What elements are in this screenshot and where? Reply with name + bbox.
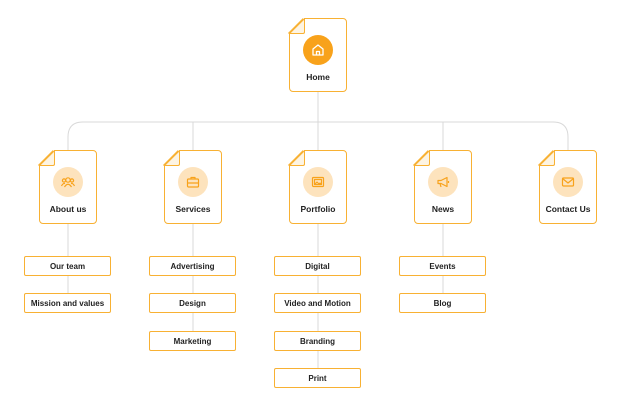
page-fold bbox=[164, 150, 180, 166]
people-icon bbox=[53, 167, 83, 197]
page-fold bbox=[289, 18, 305, 34]
section-node-contact-us[interactable]: Contact Us bbox=[539, 150, 597, 224]
image-icon bbox=[303, 167, 333, 197]
child-page-node[interactable]: Events bbox=[399, 256, 486, 276]
section-node-news[interactable]: News bbox=[414, 150, 472, 224]
child-page-node[interactable]: Advertising bbox=[149, 256, 236, 276]
page-fold bbox=[289, 150, 305, 166]
node-label: News bbox=[431, 204, 455, 214]
child-page-node[interactable]: Design bbox=[149, 293, 236, 313]
child-page-node[interactable]: Branding bbox=[274, 331, 361, 351]
page-fold bbox=[414, 150, 430, 166]
node-label: Services bbox=[175, 204, 211, 214]
child-page-node[interactable]: Blog bbox=[399, 293, 486, 313]
child-page-node[interactable]: Video and Motion bbox=[274, 293, 361, 313]
section-node-portfolio[interactable]: Portfolio bbox=[289, 150, 347, 224]
node-label: Contact Us bbox=[545, 204, 591, 214]
child-page-node[interactable]: Marketing bbox=[149, 331, 236, 351]
page-fold bbox=[539, 150, 555, 166]
node-label: Home bbox=[306, 72, 330, 82]
page-fold bbox=[39, 150, 55, 166]
briefcase-icon bbox=[178, 167, 208, 197]
child-page-node[interactable]: Print bbox=[274, 368, 361, 388]
home-node[interactable]: Home bbox=[289, 18, 347, 92]
node-label: About us bbox=[49, 204, 87, 214]
child-page-node[interactable]: Digital bbox=[274, 256, 361, 276]
section-node-services[interactable]: Services bbox=[164, 150, 222, 224]
megaphone-icon bbox=[428, 167, 458, 197]
child-page-node[interactable]: Our team bbox=[24, 256, 111, 276]
child-page-node[interactable]: Mission and values bbox=[24, 293, 111, 313]
section-node-about-us[interactable]: About us bbox=[39, 150, 97, 224]
node-label: Portfolio bbox=[300, 204, 336, 214]
mail-icon bbox=[553, 167, 583, 197]
home-icon bbox=[303, 35, 333, 65]
